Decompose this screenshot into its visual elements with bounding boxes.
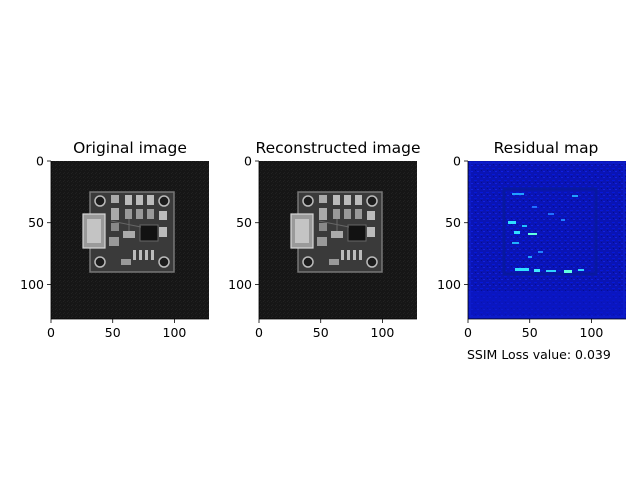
y-tick-label-reconstructed: 100 xyxy=(228,277,252,292)
panel-reconstructed: Reconstructed image xyxy=(256,139,421,320)
panel-original: Original image xyxy=(50,139,210,320)
y-tick-label-original: 50 xyxy=(28,215,44,230)
panel-title-reconstructed: Reconstructed image xyxy=(256,139,421,157)
y-tick-label-original: 100 xyxy=(20,277,44,292)
ssim-loss-caption: SSIM Loss value: 0.039 xyxy=(467,347,611,362)
y-tick-label-original: 0 xyxy=(36,154,44,169)
x-tick-label-reconstructed: 0 xyxy=(255,325,263,340)
x-tick-label-reconstructed: 50 xyxy=(313,325,329,340)
original-image xyxy=(50,160,210,320)
x-tick-label-residual: 0 xyxy=(464,325,472,340)
y-tick-label-reconstructed: 0 xyxy=(244,154,252,169)
x-tick-label-residual: 50 xyxy=(522,325,538,340)
panel-title-residual: Residual map xyxy=(494,139,599,157)
x-tick-label-original: 0 xyxy=(47,325,55,340)
panel-title-original: Original image xyxy=(73,139,187,157)
axes-original xyxy=(50,161,209,320)
axes-reconstructed xyxy=(258,161,417,320)
reconstructed-image xyxy=(258,160,418,320)
panel-residual: Residual map xyxy=(466,139,628,321)
x-tick-label-original: 50 xyxy=(105,325,121,340)
axes-residual xyxy=(467,161,626,320)
residual-image xyxy=(466,159,628,321)
y-tick-label-residual: 50 xyxy=(445,215,461,230)
x-tick-label-reconstructed: 100 xyxy=(371,325,395,340)
y-tick-label-residual: 100 xyxy=(437,277,461,292)
x-tick-label-original: 100 xyxy=(163,325,187,340)
y-tick-label-residual: 0 xyxy=(453,154,461,169)
axis-ticks: 0 50 100 0 50 100 0 50 100 0 50 100 0 50 100 0 50 100 xyxy=(20,154,603,341)
x-tick-label-residual: 100 xyxy=(580,325,604,340)
y-tick-label-reconstructed: 50 xyxy=(236,215,252,230)
